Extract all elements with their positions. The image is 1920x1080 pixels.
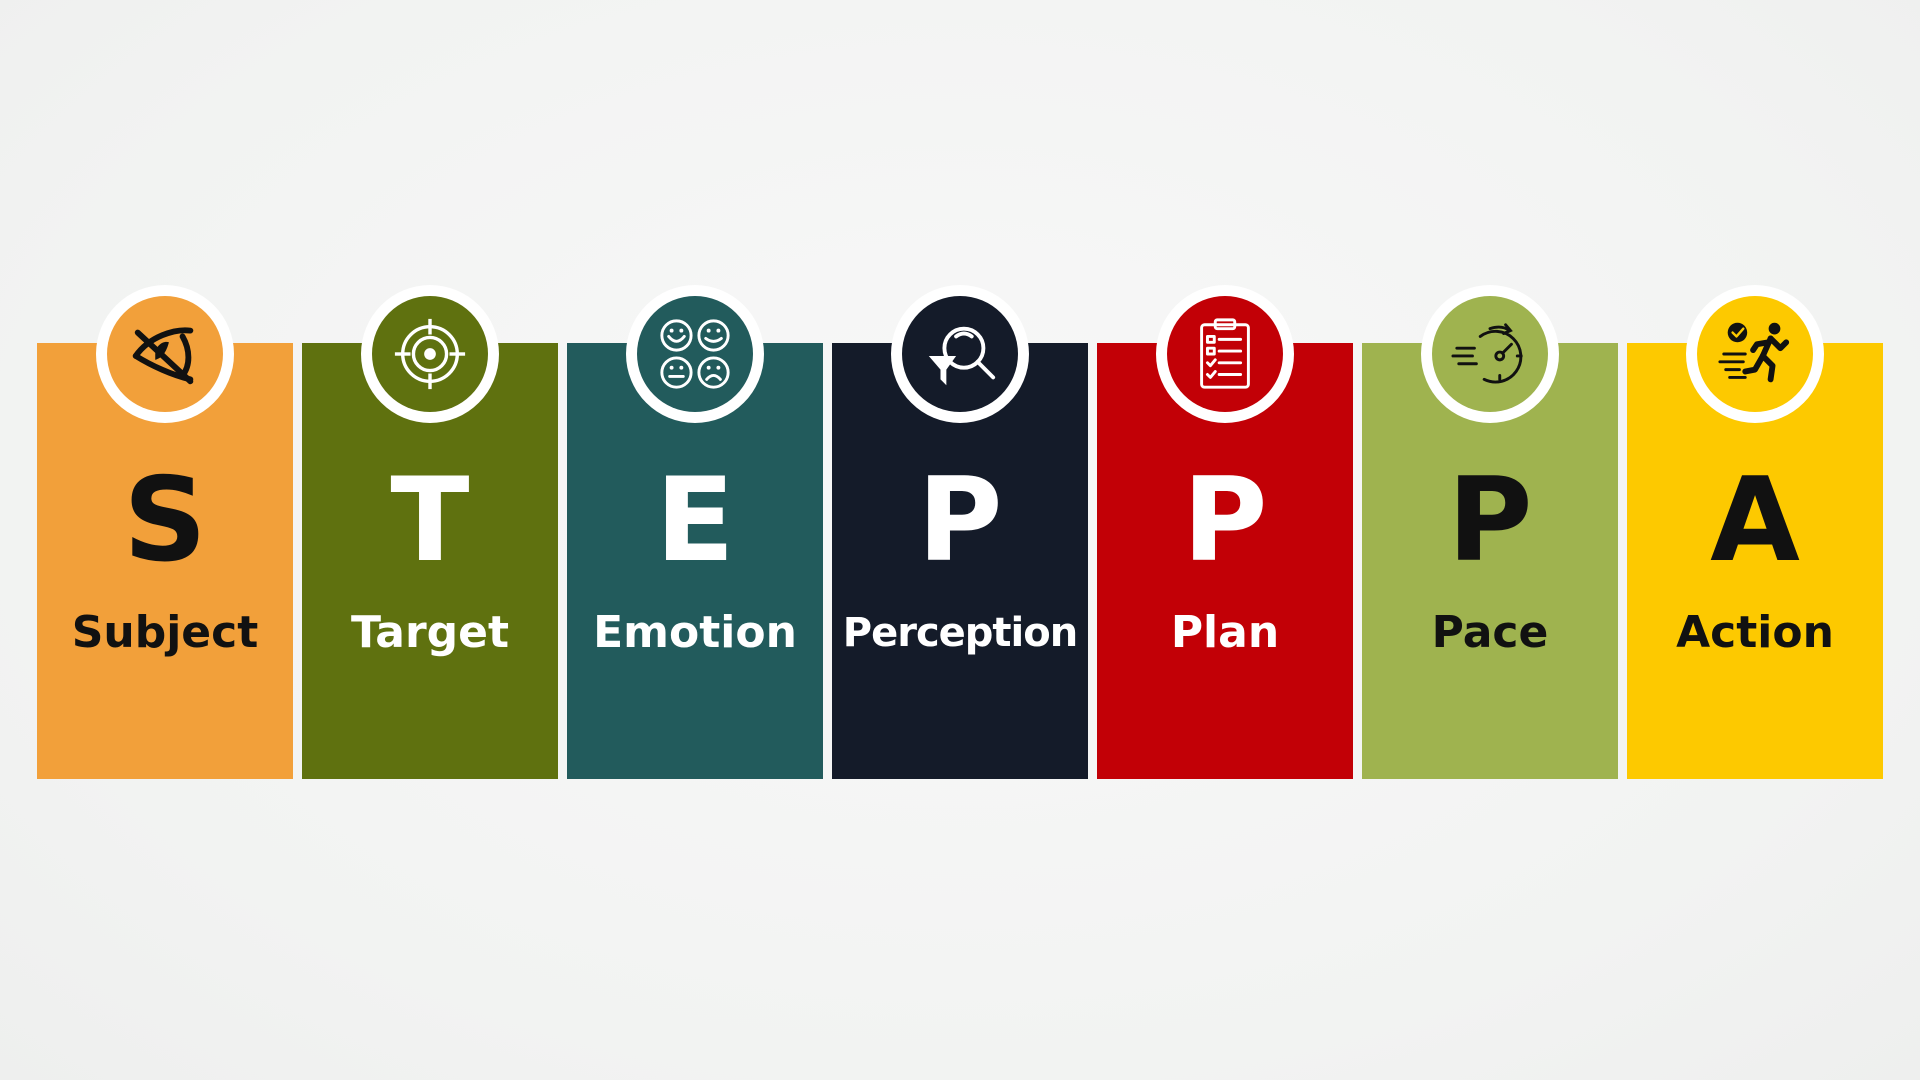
step-word: Target (350, 607, 510, 658)
icon-disc (372, 296, 488, 412)
step-card-emotion: E Emotion (567, 285, 823, 779)
emotions-icon (660, 319, 730, 389)
icon-disc (1432, 296, 1548, 412)
step-card-subject: S Subject (37, 285, 293, 779)
icon-ring (626, 285, 764, 423)
step-word: Plan (1170, 607, 1280, 658)
step-letter: P (917, 453, 1003, 588)
step-word: Emotion (593, 607, 797, 658)
steppa-cards: S Subject (37, 285, 1883, 779)
step-letter: E (655, 453, 735, 588)
step-letter: A (1710, 453, 1800, 588)
icon-disc (1167, 296, 1283, 412)
icon-ring (1421, 285, 1559, 423)
running-person-icon (1718, 322, 1790, 383)
clipboard-checklist-icon (1200, 318, 1250, 389)
icon-ring (361, 285, 499, 423)
step-card-action: A Action (1627, 285, 1883, 779)
step-word: Pace (1431, 607, 1549, 658)
icon-ring (96, 285, 234, 423)
step-word: Action (1676, 607, 1834, 658)
icon-ring (1686, 285, 1824, 423)
step-letter: S (123, 453, 207, 588)
step-card-target: T Target (302, 285, 558, 779)
icon-disc (1697, 296, 1813, 412)
speedometer-icon (1451, 323, 1523, 384)
step-word: Perception (842, 610, 1078, 656)
icon-disc (107, 296, 223, 412)
step-letter: P (1182, 453, 1268, 588)
icon-ring (891, 285, 1029, 423)
step-card-plan: P Plan (1097, 285, 1353, 779)
icon-disc (902, 296, 1018, 412)
step-card-pace: P Pace (1362, 285, 1618, 779)
eye-icon (132, 327, 194, 385)
filter-search-icon (928, 326, 996, 386)
step-card-perception: P Perception (832, 285, 1088, 779)
icon-disc (637, 296, 753, 412)
step-letter: P (1447, 453, 1533, 588)
target-icon (394, 318, 466, 390)
step-word: Subject (71, 607, 259, 658)
icon-ring (1156, 285, 1294, 423)
step-letter: T (390, 453, 470, 588)
